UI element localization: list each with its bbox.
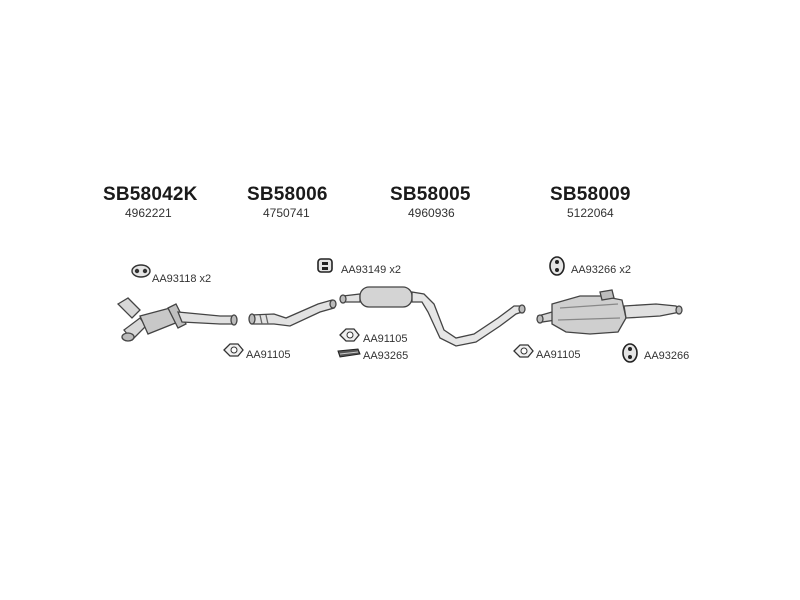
gasket-rear-icon[interactable]	[513, 344, 534, 358]
gasket-icon[interactable]	[223, 343, 244, 357]
rubber-hanger-icon[interactable]	[549, 256, 565, 276]
accessory-label-gasket-rear: AA91105	[536, 349, 581, 361]
rubber-mount-icon[interactable]	[131, 264, 151, 278]
accessory-label-gasket-middle: AA91105	[363, 333, 408, 345]
clamp-icon[interactable]	[337, 348, 361, 358]
hanger-icon[interactable]	[317, 258, 333, 273]
accessory-label-clamp: AA93265	[363, 350, 409, 362]
part-code-rear-silencer[interactable]: SB58009	[550, 184, 631, 205]
accessory-label-hanger: AA93149 x2	[341, 264, 401, 276]
rear-silencer-icon[interactable]	[536, 289, 683, 335]
part-number-middle-silencer: 4960936	[408, 206, 455, 220]
part-code-catalytic-converter[interactable]: SB58042K	[103, 184, 198, 205]
accessory-label-rubber-hanger: AA93266 x2	[571, 264, 631, 276]
middle-silencer-icon[interactable]	[339, 286, 526, 347]
part-number-rear-silencer: 5122064	[567, 206, 614, 220]
rubber-hanger-single-icon[interactable]	[622, 343, 638, 363]
part-code-front-pipe[interactable]: SB58006	[247, 184, 328, 205]
gasket-middle-icon[interactable]	[339, 328, 360, 342]
part-code-middle-silencer[interactable]: SB58005	[390, 184, 471, 205]
front-pipe-icon[interactable]	[248, 299, 337, 327]
accessory-label-gasket: AA91105	[246, 349, 291, 361]
part-number-catalytic-converter: 4962221	[125, 206, 172, 220]
part-number-front-pipe: 4750741	[263, 206, 310, 220]
accessory-label-rubber-hanger-single: AA93266	[644, 350, 690, 362]
accessory-label-rubber-mount: AA93118 x2	[152, 273, 212, 285]
catalytic-converter-icon[interactable]	[116, 297, 238, 342]
